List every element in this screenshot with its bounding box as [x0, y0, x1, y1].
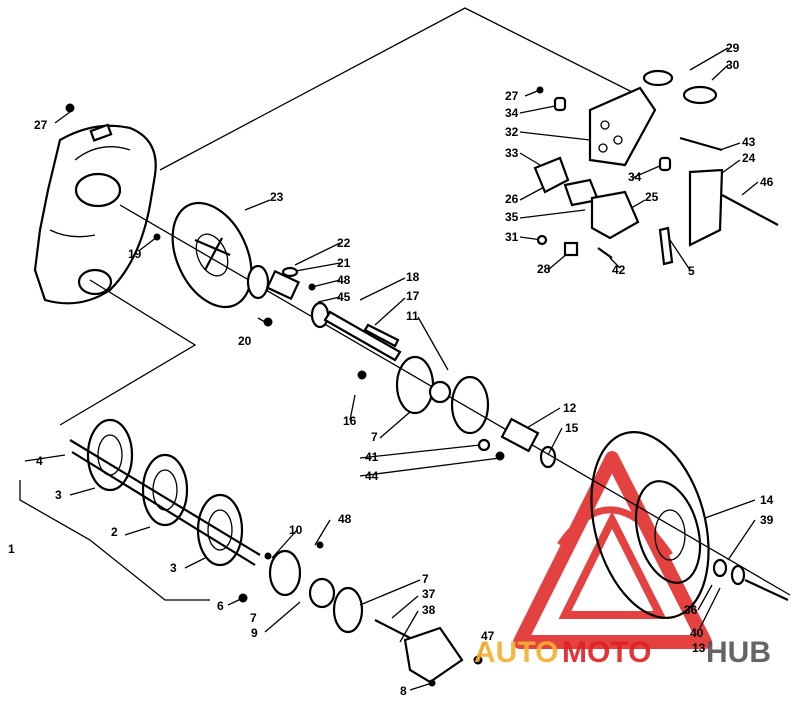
watermark-logo: [513, 451, 712, 649]
part-label: 48: [337, 273, 351, 287]
part-label: 47: [481, 629, 495, 643]
part-label: 11: [406, 309, 419, 323]
part-label: 4: [36, 454, 43, 468]
drive-sprocket-3: [196, 493, 244, 567]
part-label: 31: [505, 230, 519, 244]
watermark-hub: HUB: [706, 636, 771, 669]
brake-bracket-assembly: [533, 69, 779, 266]
part-label: 44: [365, 469, 379, 483]
part-label: 27: [34, 118, 48, 132]
part-label: 23: [270, 190, 284, 204]
drive-sprocket-2: [141, 453, 189, 527]
part-label: 7: [371, 430, 378, 444]
part-label: 38: [422, 603, 436, 617]
part-label: 1: [8, 542, 15, 556]
part-label: 27: [505, 89, 519, 103]
part-label: 43: [742, 135, 756, 149]
part-label: 36: [684, 603, 698, 617]
drive-axle: [69, 418, 272, 603]
part-label: 18: [406, 270, 420, 284]
part-label: 29: [726, 41, 740, 55]
part-label: 3: [170, 561, 177, 575]
part-label: 8: [400, 684, 407, 698]
part-label: 34: [505, 106, 519, 120]
part-label: 13: [692, 641, 706, 655]
part-label: 32: [505, 125, 519, 139]
part-label: 2: [111, 525, 118, 539]
part-label: 17: [406, 289, 420, 303]
watermark-moto: MOTO: [562, 636, 651, 669]
part-label: 7: [250, 611, 257, 625]
leader-lines: [19, 7, 791, 691]
part-label: 9: [251, 626, 258, 640]
part-label: 24: [742, 151, 756, 165]
part-label: 25: [645, 190, 659, 204]
part-label: 39: [760, 513, 774, 527]
jackshaft: [323, 310, 402, 362]
part-label: 30: [726, 58, 740, 72]
part-label: 22: [337, 236, 351, 250]
part-label: 6: [217, 599, 224, 613]
part-label: 14: [760, 493, 774, 507]
part-label: 7: [422, 572, 429, 586]
part-label: 21: [337, 256, 351, 270]
part-label: 26: [505, 192, 519, 206]
part-label: 33: [505, 146, 519, 160]
part-label: 28: [537, 262, 551, 276]
bearing-flange-upper: [357, 355, 490, 435]
part-label: 15: [565, 421, 579, 435]
part-label: 12: [563, 401, 577, 415]
bearing-flange-lower: [268, 541, 483, 687]
chaincase-housing: [33, 103, 157, 305]
part-label: 45: [337, 290, 351, 304]
part-label: 35: [505, 210, 519, 224]
drive-sprocket-disc: [153, 201, 253, 309]
part-labels: 1 2 3 3 4 5 6 7 7 7 8 9 10 11 12 13 14 1…: [8, 41, 774, 698]
part-label: 41: [365, 450, 379, 464]
watermark-text: AUTO MOTO HUB: [474, 636, 771, 669]
part-label: 34: [628, 170, 642, 184]
part-label: 46: [760, 175, 774, 189]
part-label: 48: [338, 512, 352, 526]
brake-disc: [590, 431, 789, 619]
drive-sprocket-1: [86, 418, 134, 492]
part-label: 10: [289, 523, 303, 537]
part-label: 16: [343, 414, 357, 428]
part-label: 5: [688, 264, 695, 278]
part-label: 40: [690, 626, 704, 640]
part-label: 20: [238, 334, 252, 348]
part-label: 3: [55, 488, 62, 502]
watermark-auto: AUTO: [474, 636, 558, 669]
hub-assembly: [246, 264, 330, 329]
part-label: 37: [422, 587, 436, 601]
part-label: 19: [128, 247, 142, 261]
part-label: 42: [612, 263, 626, 277]
spacer-washer: [477, 417, 557, 469]
